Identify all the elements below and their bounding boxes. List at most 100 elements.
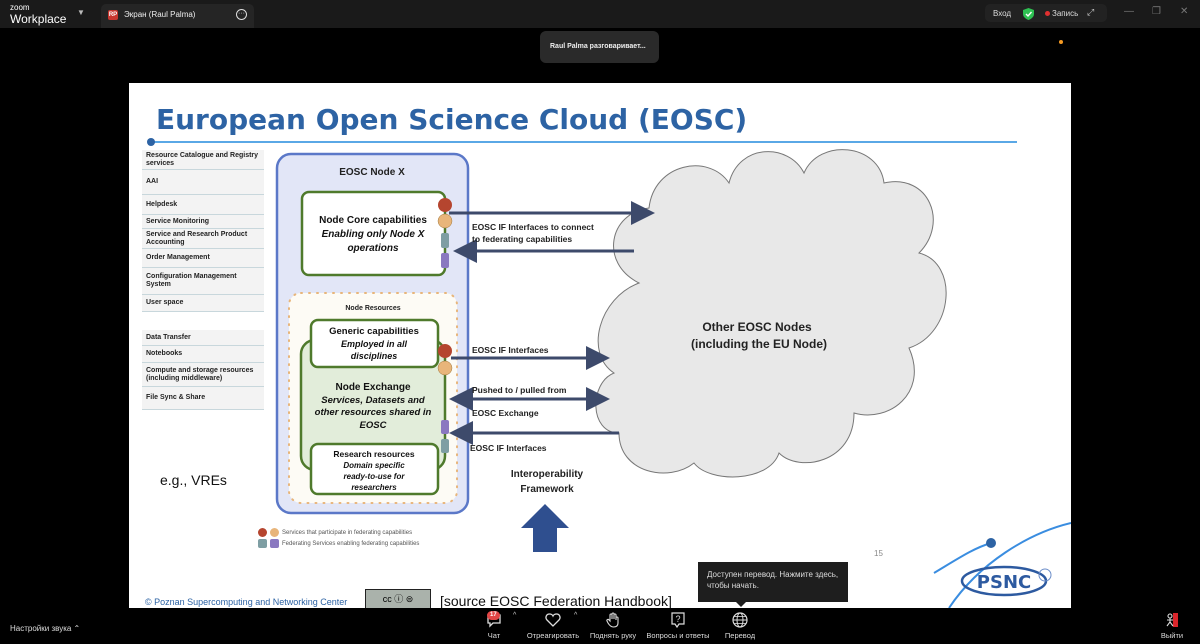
question-icon: ?	[643, 612, 713, 628]
react-button[interactable]: Отреагировать	[518, 612, 588, 642]
restore-button[interactable]: ❐	[1152, 6, 1161, 17]
recording-label[interactable]: Запись	[1052, 9, 1079, 18]
node-x-title: EOSC Node X	[339, 167, 405, 178]
chevron-down-icon[interactable]: ▼	[77, 8, 85, 17]
avatar-badge: RP	[108, 10, 118, 20]
legend: Services that participate in federating …	[258, 527, 419, 549]
react-options-caret-icon[interactable]: ^	[574, 612, 578, 619]
legend-swatch	[258, 528, 267, 537]
activity-indicator	[1059, 40, 1063, 44]
chat-options-caret-icon[interactable]: ^	[513, 612, 517, 619]
close-button[interactable]: ✕	[1180, 6, 1189, 17]
translate-label: Перевод	[724, 631, 756, 640]
exchange-subtitle-3: EOSC	[360, 420, 387, 431]
raise-hand-label: Поднять руку	[589, 631, 637, 640]
core-subtitle-2: operations	[347, 243, 399, 254]
service-item: Helpdesk	[142, 195, 264, 215]
participating-service-dot	[437, 213, 453, 229]
if-interfaces-label-b: EOSC IF Interfaces	[470, 443, 547, 453]
brand-large: Workplace	[10, 12, 67, 26]
legend-label: Services that participate in federating …	[282, 529, 413, 536]
service-item: Configuration Management System	[142, 268, 264, 295]
legend-row: Federating Services enabling federating …	[258, 538, 419, 549]
qa-button[interactable]: ? Вопросы и ответы	[643, 612, 713, 642]
legend-swatch	[270, 539, 279, 548]
eosc-exchange-label: EOSC Exchange	[472, 408, 539, 418]
node-resources-title: Node Resources	[345, 305, 400, 312]
interop-label-2: Framework	[520, 484, 574, 495]
translation-tooltip[interactable]: Доступен перевод. Нажмите здесь, чтобы н…	[698, 562, 848, 607]
service-item: User space	[142, 295, 264, 312]
core-title: Node Core capabilities	[319, 215, 427, 226]
meeting-status-pill: Вход Запись ⤢	[985, 4, 1107, 22]
active-speaker-notice: Raul Palma разговаривает...	[540, 31, 659, 63]
minimize-button[interactable]: —	[1124, 6, 1134, 17]
zoom-logo[interactable]: zoom Workplace	[10, 3, 67, 26]
chat-unread-badge: 17	[487, 611, 500, 620]
more-options-icon[interactable]: ···	[236, 9, 247, 20]
participating-service-dot	[438, 344, 452, 358]
page-number: 15	[874, 549, 883, 558]
brand-small: zoom	[10, 3, 30, 12]
core-services-list: Resource Catalogue and Registry services…	[142, 150, 264, 312]
leave-button[interactable]: Выйти	[1152, 612, 1192, 640]
signin-button[interactable]: Вход	[993, 9, 1012, 18]
exchange-subtitle-1: Services, Datasets and	[321, 395, 425, 406]
legend-swatch	[270, 528, 279, 537]
source-citation: [source EOSC Federation Handbook]	[440, 593, 672, 608]
if-connect-label-2: to federating capabilities	[472, 234, 572, 244]
sound-settings-label: Настройки звука	[10, 624, 72, 633]
title-bar: zoom Workplace ▼ RP Экран (Raul Palma) ·…	[0, 0, 1200, 28]
research-subtitle-3: researchers	[351, 483, 397, 492]
eosc-diagram: Other EOSC Nodes (including the EU Node)…	[275, 149, 1071, 608]
cloud-subtitle: (including the EU Node)	[691, 337, 827, 351]
shield-check-icon[interactable]	[1023, 7, 1034, 25]
copyright-text: © Poznan Supercomputing and Networking C…	[145, 597, 348, 607]
chat-button[interactable]: 17 Чат	[459, 611, 529, 642]
service-item: File Sync & Share	[142, 387, 264, 410]
generic-subtitle-1: Employed in all	[341, 339, 408, 349]
creative-commons-badge-icon: cc ⓘ ⊜	[365, 589, 431, 608]
participating-service-dot	[438, 198, 452, 212]
fullscreen-icon[interactable]: ⤢	[1087, 7, 1095, 17]
generic-subtitle-2: disciplines	[351, 351, 398, 361]
service-item: Notebooks	[142, 346, 264, 363]
research-title: Research resources	[333, 449, 415, 459]
cloud-title: Other EOSC Nodes	[702, 320, 812, 334]
generic-title: Generic capabilities	[329, 326, 419, 337]
raise-hand-button[interactable]: Поднять руку	[578, 612, 648, 642]
screen-share-tab[interactable]: RP Экран (Raul Palma) ···	[101, 4, 254, 28]
legend-row: Services that participate in federating …	[258, 527, 419, 538]
if-interfaces-label-a: EOSC IF Interfaces	[472, 345, 549, 355]
service-item: AAI	[142, 170, 264, 195]
federating-service-block	[441, 233, 449, 248]
core-subtitle-1: Enabling only Node X	[322, 229, 426, 240]
research-subtitle-1: Domain specific	[343, 461, 405, 470]
sound-settings-button[interactable]: Настройки звука ⌃	[10, 624, 81, 633]
title-bullet-dot	[147, 138, 155, 146]
exchange-title: Node Exchange	[335, 382, 410, 393]
resource-services-list: Data Transfer Notebooks Compute and stor…	[142, 330, 264, 410]
service-item: Service Monitoring	[142, 215, 264, 229]
up-arrow-icon	[521, 504, 569, 552]
translate-button[interactable]: Перевод	[705, 612, 775, 642]
service-item: Service and Research Product Accounting	[142, 229, 264, 249]
title-underline	[151, 141, 1017, 143]
interop-label-1: Interoperability	[511, 469, 584, 480]
legend-label: Federating Services enabling federating …	[282, 540, 420, 547]
service-item: Resource Catalogue and Registry services	[142, 150, 264, 170]
participating-service-dot	[437, 360, 453, 376]
leave-icon	[1152, 612, 1192, 628]
federating-service-block	[441, 439, 449, 453]
svg-text:PSNC: PSNC	[977, 572, 1031, 593]
slide-title: European Open Science Cloud (EOSC)	[156, 103, 748, 136]
research-subtitle-2: ready-to-use for	[344, 472, 406, 481]
recording-dot-icon	[1045, 11, 1050, 16]
legend-swatch	[258, 539, 267, 548]
other-nodes-cloud	[595, 149, 947, 478]
if-connect-label-1: EOSC IF Interfaces to connect	[472, 222, 594, 232]
psnc-logo: PSNC	[960, 565, 1052, 597]
hand-icon	[578, 612, 648, 628]
chat-label: Чат	[487, 631, 501, 640]
federating-service-block	[441, 420, 449, 434]
